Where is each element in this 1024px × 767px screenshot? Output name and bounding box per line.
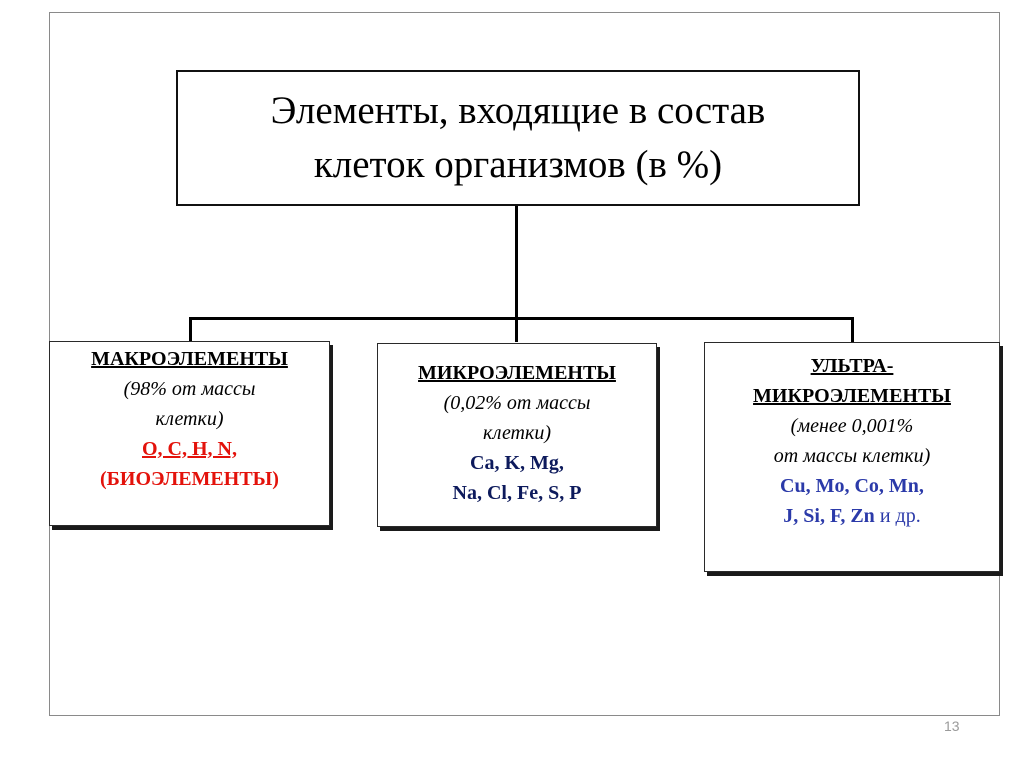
title-line-1: Элементы, входящие в состав xyxy=(270,89,766,132)
ultramicroelements-list-line-1: Cu, Mo, Co, Mn, xyxy=(780,475,924,497)
connector-horizontal xyxy=(189,317,854,320)
macroelements-list: O, C, H, N, xyxy=(142,438,237,460)
macroelements-heading: МАКРОЭЛЕМЕНТЫ xyxy=(91,348,288,370)
ultramicroelements-note-line-2: от массы клетки) xyxy=(773,445,931,467)
microelements-box: МИКРОЭЛЕМЕНТЫ (0,02% от массы клетки) Ca… xyxy=(377,343,657,527)
ultramicroelements-list-suffix: и др. xyxy=(874,505,921,527)
ultramicroelements-heading-line-1: УЛЬТРА- xyxy=(810,355,894,377)
microelements-note-line-1: (0,02% от массы xyxy=(443,392,591,414)
microelements-heading: МИКРОЭЛЕМЕНТЫ xyxy=(418,362,616,384)
microelements-list-line-1: Ca, K, Mg, xyxy=(470,452,564,474)
connector-middle xyxy=(515,317,518,342)
microelements-note-line-2: клетки) xyxy=(482,422,552,444)
connector-left xyxy=(189,317,192,342)
title-line-2: клеток организмов (в %) xyxy=(313,143,723,186)
macroelements-box: МАКРОЭЛЕМЕНТЫ (98% от массы клетки) O, C… xyxy=(49,341,330,526)
ultramicroelements-heading-line-2: МИКРОЭЛЕМЕНТЫ xyxy=(753,385,951,407)
macroelements-note-line-2: клетки) xyxy=(155,408,224,430)
bioelements-label: (БИОЭЛЕМЕНТЫ) xyxy=(100,468,279,490)
page-number: 13 xyxy=(944,718,960,734)
title-box: Элементы, входящие в состав клеток орган… xyxy=(176,70,860,206)
ultramicroelements-box: УЛЬТРА- МИКРОЭЛЕМЕНТЫ (менее 0,001% от м… xyxy=(704,342,1000,572)
macroelements-note-line-1: (98% от массы xyxy=(123,378,256,400)
connector-trunk xyxy=(515,206,518,319)
ultramicroelements-list-symbols: J, Si, F, Zn xyxy=(783,505,875,527)
connector-right xyxy=(851,317,854,342)
ultramicroelements-list-line-2: J, Si, F, Zn и др. xyxy=(705,501,999,531)
ultramicroelements-note-line-1: (менее 0,001% xyxy=(790,415,914,437)
microelements-list-line-2: Na, Cl, Fe, S, P xyxy=(452,482,582,504)
